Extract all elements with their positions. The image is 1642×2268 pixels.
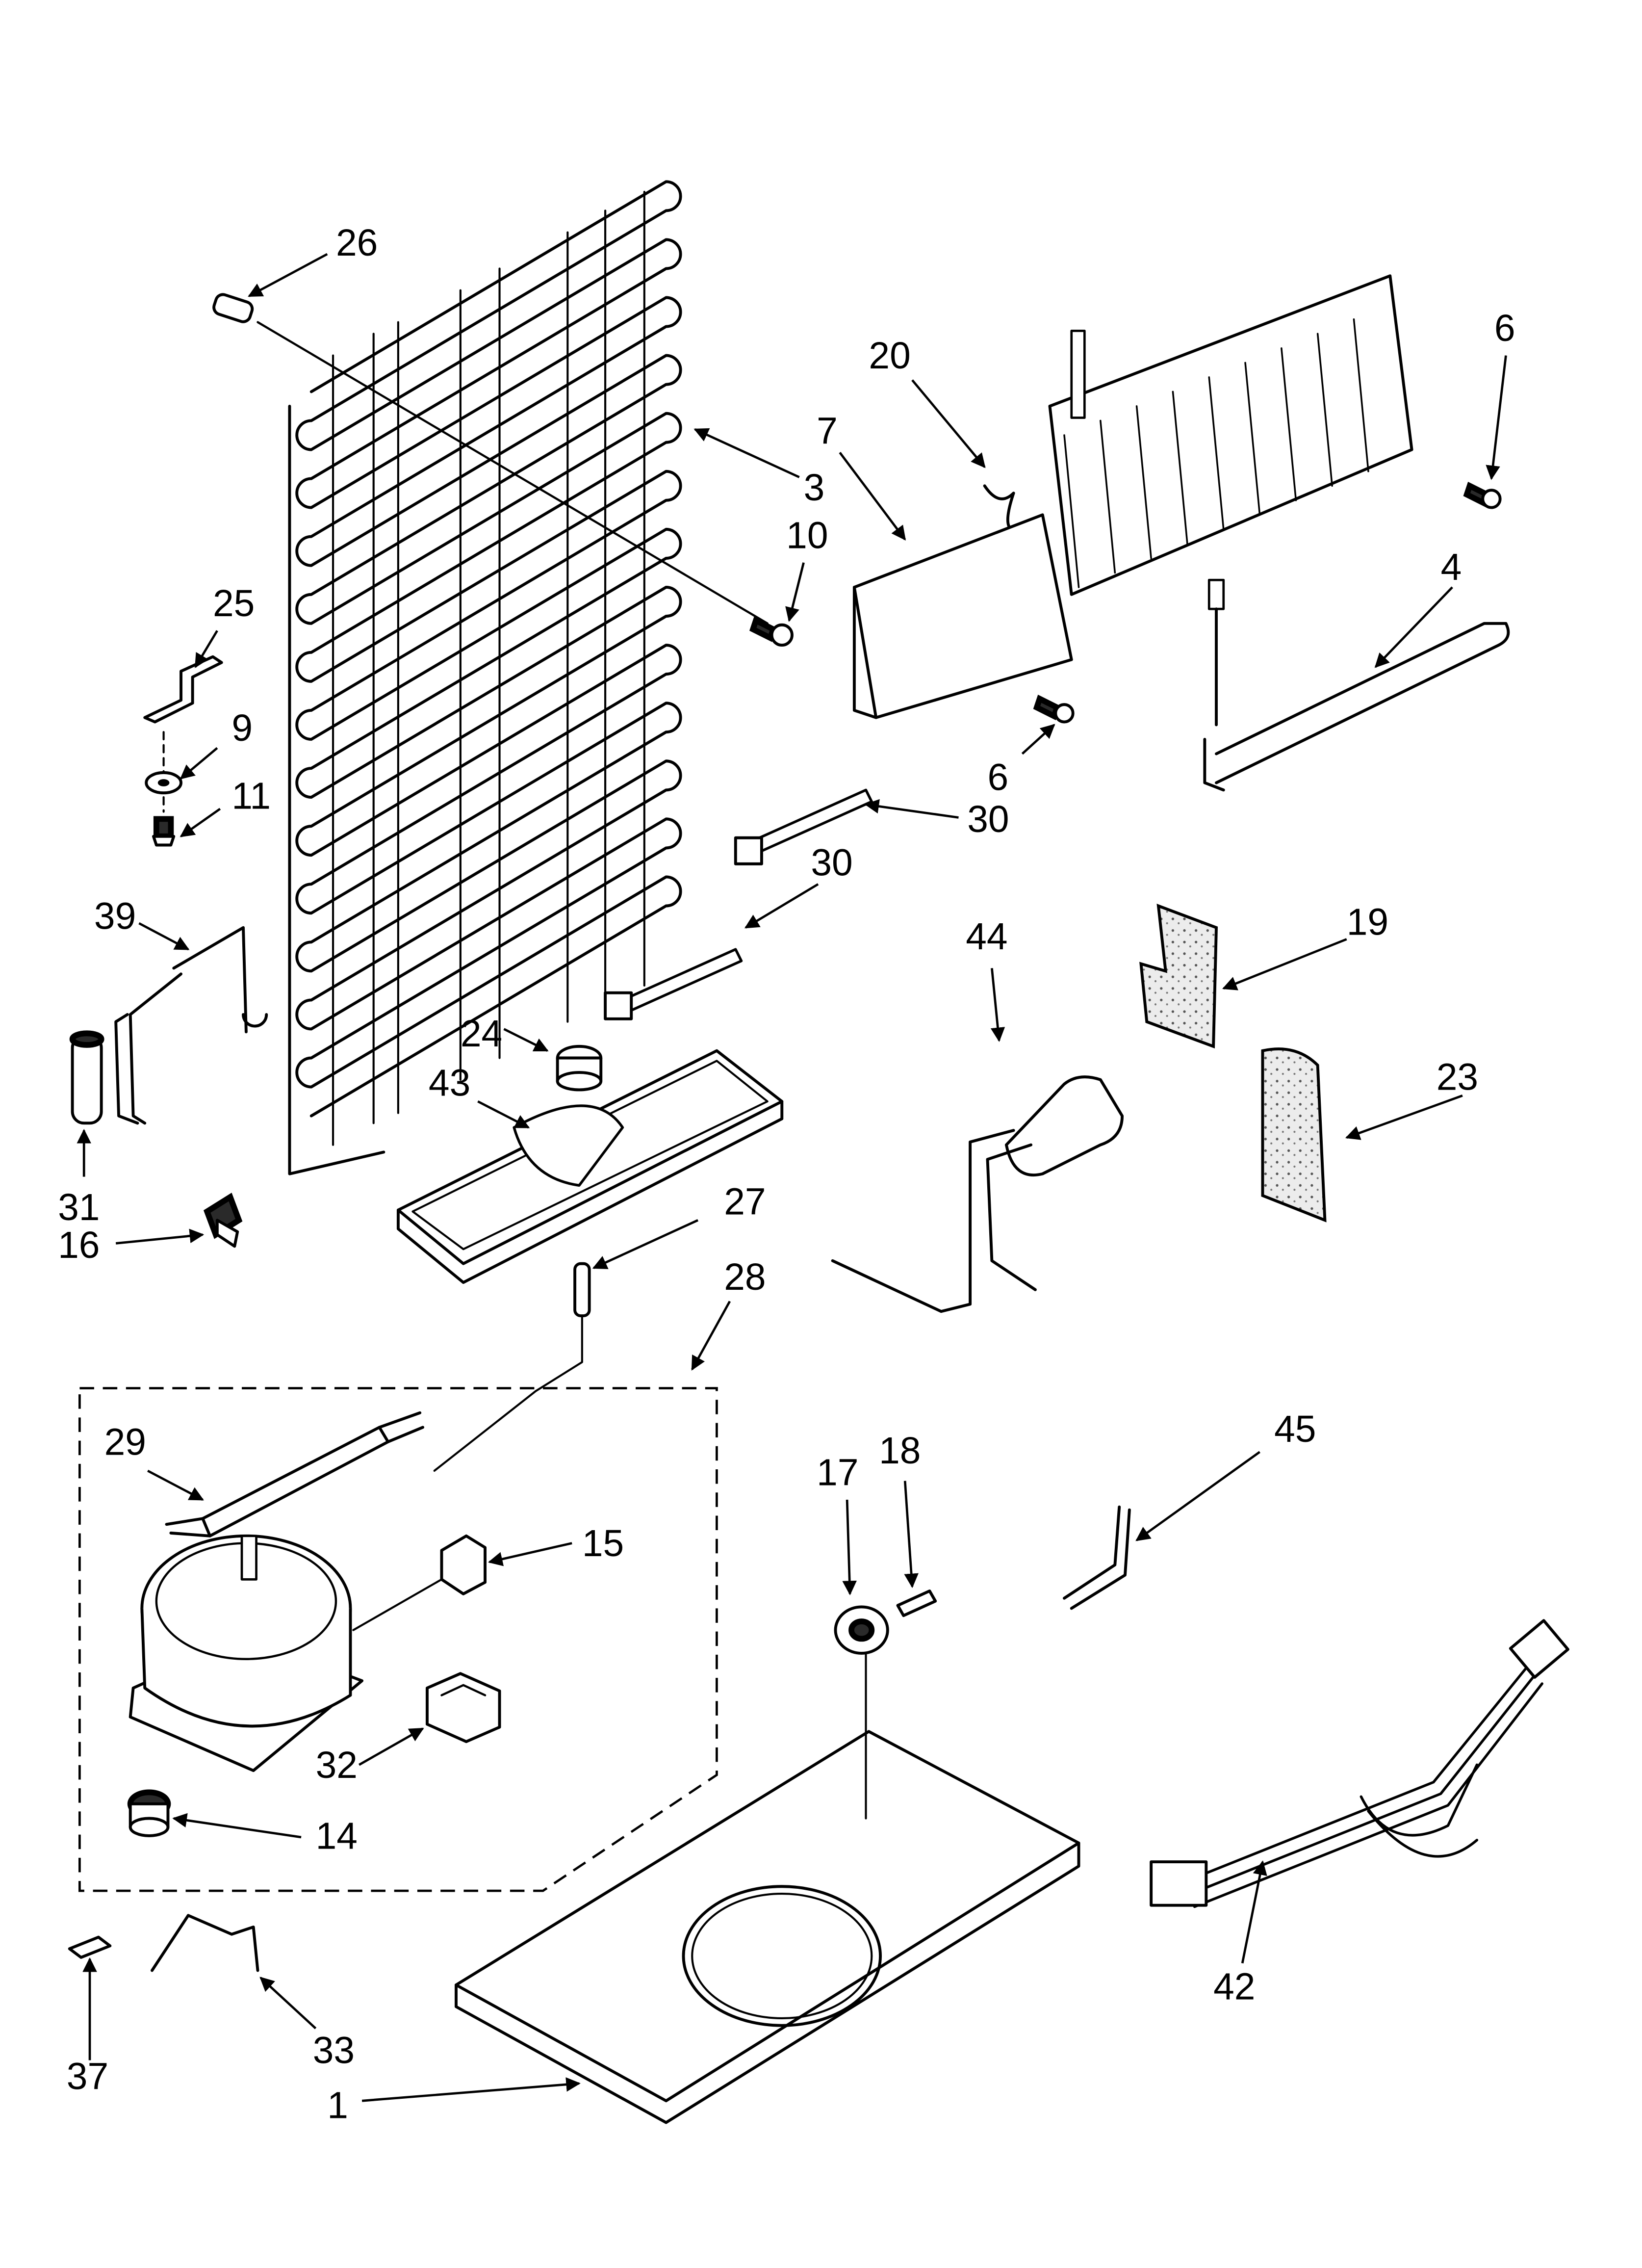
callout-6-top: 6: [1494, 308, 1515, 349]
callout-23: 23: [1437, 1056, 1478, 1098]
callout-42: 42: [1213, 1966, 1255, 2008]
callout-27: 27: [724, 1181, 766, 1223]
condenser-coil: [288, 180, 682, 1175]
drier-29: [165, 1411, 425, 1538]
callout-4: 4: [1441, 547, 1462, 588]
screw-26: [212, 293, 769, 625]
callout-19: 19: [1347, 902, 1388, 943]
wire-33: [151, 1914, 259, 1972]
callout-9: 9: [231, 707, 253, 749]
callout-30-top: 30: [967, 799, 1009, 840]
compressor: [128, 1534, 443, 1773]
callout-32: 32: [316, 1745, 358, 1786]
callout-20: 20: [869, 335, 910, 377]
callout-16: 16: [58, 1225, 100, 1266]
insulation-23: [1261, 1047, 1327, 1223]
drain-trough-7: [852, 513, 1073, 719]
cable-tie-30-a: [734, 788, 873, 865]
callout-44: 44: [966, 916, 1007, 958]
base-pan-1: [455, 1730, 1080, 2124]
callout-7: 7: [817, 411, 838, 452]
grommet-14: [127, 1789, 171, 1837]
screw-6-b: [1033, 694, 1075, 724]
drain-pan-43: [396, 1049, 784, 1284]
callout-29: 29: [104, 1421, 146, 1463]
heater-4: [1203, 578, 1510, 792]
screw-11: [152, 816, 176, 847]
callout-15: 15: [582, 1523, 624, 1564]
callout-17: 17: [817, 1452, 858, 1493]
washer-9: [145, 771, 182, 795]
callout-11: 11: [231, 776, 271, 817]
cover-32: [426, 1672, 501, 1743]
tube-45: [1063, 1505, 1131, 1610]
callout-37: 37: [67, 2056, 108, 2098]
callout-18: 18: [879, 1430, 921, 1472]
callout-39: 39: [94, 896, 136, 938]
screw-6-a: [1463, 481, 1502, 509]
tube-27: [433, 1262, 591, 1472]
harness-42: [1150, 1619, 1569, 1908]
callout-33: 33: [313, 2030, 355, 2071]
callout-31: 31: [58, 1187, 100, 1228]
callout-26: 26: [336, 222, 378, 264]
callout-3: 3: [804, 467, 825, 509]
clip-37: [68, 1935, 112, 1959]
callout-arrows: [77, 253, 1507, 2102]
relay-15: [440, 1534, 487, 1595]
callout-25: 25: [213, 583, 255, 625]
clip-16: [203, 1193, 243, 1248]
pin-18: [896, 1590, 937, 1617]
callout-24: 24: [461, 1013, 502, 1055]
grommet-31: [69, 1030, 104, 1125]
callout-43: 43: [429, 1062, 470, 1104]
cable-tie-30-b: [604, 948, 743, 1020]
callout-30-bottom: 30: [811, 842, 852, 884]
callout-labels: 26 3 10 25 9 11 39 31 16 24 43 27 28 29 …: [58, 222, 1515, 2127]
bracket-25: [143, 655, 223, 724]
nut-24: [556, 1044, 603, 1092]
callout-6-bottom: 6: [988, 756, 1009, 798]
callout-14: 14: [316, 1816, 358, 1857]
tube-39: [114, 926, 268, 1125]
screw-10: [749, 616, 794, 647]
callout-28: 28: [724, 1256, 766, 1298]
callout-45: 45: [1274, 1408, 1316, 1450]
roller-17: [834, 1605, 889, 1820]
callout-1: 1: [327, 2085, 348, 2127]
callout-10: 10: [786, 515, 828, 556]
insulation-19: [1139, 904, 1218, 1049]
tube-44: [831, 1075, 1124, 1313]
